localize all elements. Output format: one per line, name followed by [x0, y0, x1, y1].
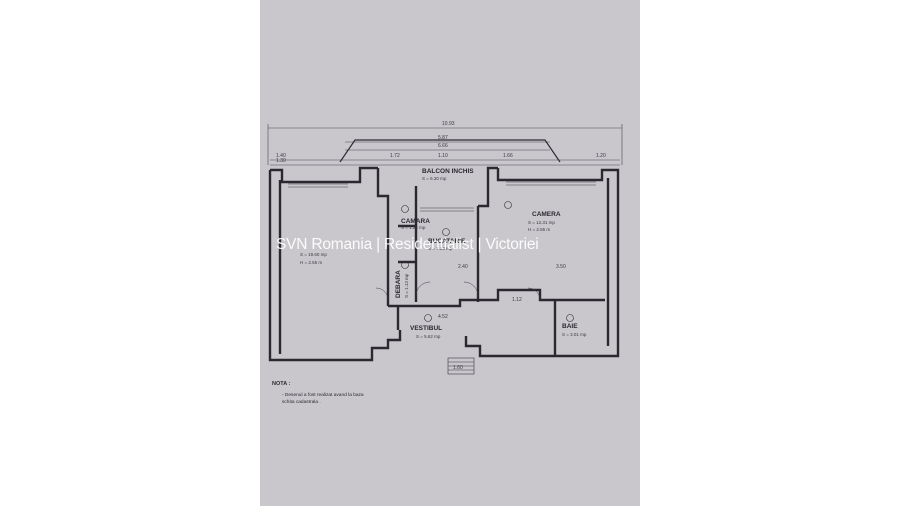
label-balcon: BALCON INCHIS [422, 168, 474, 175]
door-swings [375, 281, 541, 301]
area-living: S = 19.60 mp [300, 252, 327, 257]
area-balcon: S = 6.30 mp [422, 176, 447, 181]
note-line-1: - Desenul a fost realizat avand la baza [282, 392, 364, 398]
dim-entry: 1.60 [453, 365, 463, 371]
height-living: H = 2.55 m [300, 260, 322, 265]
area-bucatarie: S = 7.33 mp [428, 246, 453, 251]
label-camara: CAMARA [401, 218, 430, 225]
dim-left-1: 1.40 [276, 153, 286, 159]
note-line-2: schita cadastrala . [282, 399, 321, 405]
label-bucatarie: BUCATARIE [428, 238, 466, 245]
dim-total-width: 10.93 [442, 121, 455, 127]
dim-kitchen: 2.40 [458, 264, 468, 270]
dim-balcony-2: 6.66 [438, 143, 448, 149]
dim-mid-2: 1.10 [438, 153, 448, 159]
area-baie: S = 3.01 mp [562, 332, 587, 337]
floor-plan-drawing: 10.93 5.87 6.66 1.40 1.30 1.72 1.10 1.66… [267, 121, 623, 405]
height-camera: H = 2.55 m [528, 227, 550, 232]
area-camera: S = 12.31 mp [528, 220, 555, 225]
dim-balcony-1: 5.87 [438, 135, 448, 141]
room-markers [401, 201, 574, 322]
dim-right-2: 1.20 [596, 153, 606, 159]
dim-left-2: 1.30 [276, 158, 286, 164]
dim-right-1: 1.66 [503, 153, 513, 159]
balcony-outline [339, 139, 561, 163]
label-debara: DEBARA [395, 270, 402, 298]
watermark-text: SVN Romania | Residentialist | Victoriei [276, 236, 539, 253]
dim-mid-1: 1.72 [390, 153, 400, 159]
area-camara: S = 1.22 mp [401, 225, 426, 230]
label-vestibul: VESTIBUL [410, 325, 442, 332]
dim-camera-right: 3.50 [556, 264, 566, 270]
note-heading: NOTA : [272, 381, 290, 387]
dim-vestibul: 4.52 [438, 314, 448, 320]
label-baie: BAIE [562, 323, 578, 330]
area-vestibul: S = 5.62 mp [416, 334, 441, 339]
entry-steps [447, 357, 475, 375]
dimension-lines [267, 124, 623, 166]
label-camera: CAMERA [532, 211, 561, 218]
dim-lower: 1.12 [512, 297, 522, 303]
area-debara: S = 1.13 mp [404, 273, 409, 298]
floor-plan-sheet: 10.93 5.87 6.66 1.40 1.30 1.72 1.10 1.66… [260, 0, 640, 506]
window-marks [288, 181, 596, 212]
